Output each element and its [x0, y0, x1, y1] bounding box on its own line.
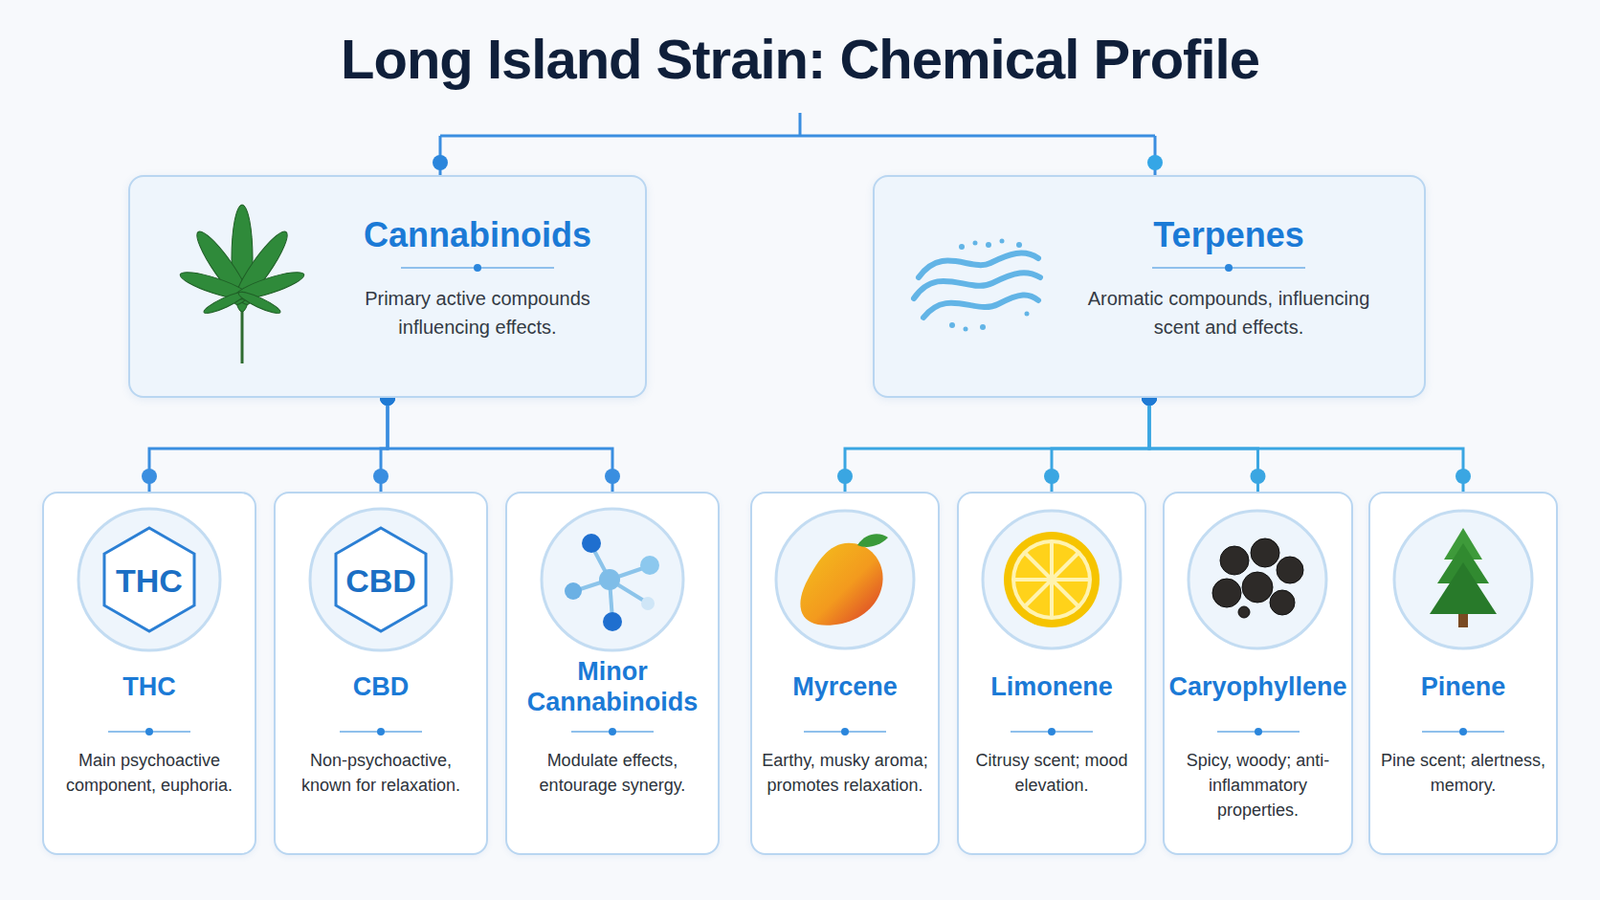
tree-connector-group — [141, 390, 396, 492]
icon-label: THC — [44, 562, 255, 600]
tree-connector-group — [1044, 390, 1157, 492]
compound-description: Modulate effects, entourage synergy. — [514, 748, 711, 799]
tree-connector-group — [373, 390, 396, 492]
molecule-icon — [564, 533, 660, 632]
divider — [400, 261, 555, 275]
connector-dot — [373, 468, 389, 485]
hexagon-symbol — [104, 528, 426, 632]
category-box: CannabinoidsPrimary active compounds inf… — [128, 175, 647, 399]
pine-icon — [1429, 528, 1497, 628]
compound-card: Minor CannabinoidsModulate effects, ento… — [505, 491, 720, 856]
tree-connector — [1149, 398, 1259, 492]
compound-card: CaryophylleneSpicy, woody; anti-inflamma… — [1162, 491, 1354, 856]
divider-dot — [377, 728, 385, 736]
tree-connector-group — [1141, 390, 1267, 492]
compound-heading: Minor Cannabinoids — [514, 654, 711, 720]
tree-connector-group — [379, 390, 621, 492]
compound-heading: CBD — [283, 654, 479, 720]
compound-heading: Caryophyllene — [1172, 654, 1344, 720]
connector-dot — [1044, 468, 1060, 485]
category-heading: Cannabinoids — [341, 215, 614, 256]
divider — [339, 725, 423, 739]
divider — [803, 725, 887, 739]
mango-icon — [800, 533, 889, 626]
compound-card: PinenePine scent; alertness, memory. — [1368, 491, 1558, 856]
peppercorn-icon — [1212, 538, 1304, 619]
divider — [1422, 725, 1505, 739]
compound-description: Earthy, musky aroma; promotes relaxation… — [759, 748, 931, 799]
divider-dot — [608, 728, 617, 736]
compound-heading: Myrcene — [759, 654, 931, 720]
divider — [1217, 725, 1300, 739]
compound-description: Non-psychoactive, known for relaxation. — [283, 748, 479, 799]
category-box: TerpenesAromatic compounds, influencing … — [872, 175, 1426, 399]
category-heading: Terpenes — [1066, 215, 1392, 256]
divider-dot — [145, 728, 154, 736]
aroma-icon — [913, 239, 1041, 333]
lemon-icon — [1003, 532, 1100, 628]
tree-connector-group — [837, 390, 1157, 492]
tree-connector — [844, 398, 1150, 492]
diagram-title: Long Island Strain: Chemical Profile — [0, 26, 1600, 91]
divider-dot — [1459, 728, 1467, 736]
compound-card: CBD CBD Non-psychoactive, known for relaxa… — [273, 491, 489, 856]
compound-card: MyrceneEarthy, musky aroma; promotes rel… — [750, 491, 940, 856]
compound-heading: THC — [51, 654, 247, 720]
compound-description: Pine scent; alertness, memory. — [1377, 748, 1549, 799]
divider — [108, 725, 191, 739]
category-description: Primary active compounds influencing eff… — [341, 284, 614, 342]
connector-dot — [837, 468, 853, 485]
compound-description: Citrusy scent; mood elevation. — [966, 748, 1137, 799]
divider — [1010, 725, 1093, 739]
tree-connector-group — [1141, 390, 1471, 492]
tree-connector — [387, 398, 613, 492]
divider-dot — [1224, 264, 1233, 272]
tree-connector — [1051, 398, 1150, 492]
compound-description: Main psychoactive component, euphoria. — [51, 748, 247, 799]
divider-dot — [1047, 728, 1056, 736]
compound-heading: Limonene — [966, 654, 1137, 720]
divider-dot — [1254, 728, 1263, 736]
category-description: Aromatic compounds, influencing scent an… — [1066, 284, 1392, 342]
divider-dot — [473, 264, 482, 272]
connector-dot — [1455, 468, 1471, 485]
compound-card: THC THC Main psychoactive component, eupho… — [42, 491, 257, 856]
compound-card: LimoneneCitrusy scent; mood elevation. — [956, 491, 1147, 856]
divider — [1152, 261, 1306, 275]
tree-connector — [149, 398, 388, 492]
compound-heading: Pinene — [1377, 654, 1549, 720]
connector-dot — [604, 468, 621, 485]
connector-dot — [1250, 468, 1267, 485]
divider-dot — [841, 728, 849, 736]
compound-description: Spicy, woody; anti-inflammatory properti… — [1172, 748, 1344, 823]
icon-label: CBD — [275, 562, 487, 600]
tree-connector — [380, 398, 388, 492]
divider — [571, 725, 654, 739]
leaf-icon — [177, 204, 307, 364]
tree-connector — [1149, 398, 1464, 492]
connector-dot — [141, 468, 157, 485]
